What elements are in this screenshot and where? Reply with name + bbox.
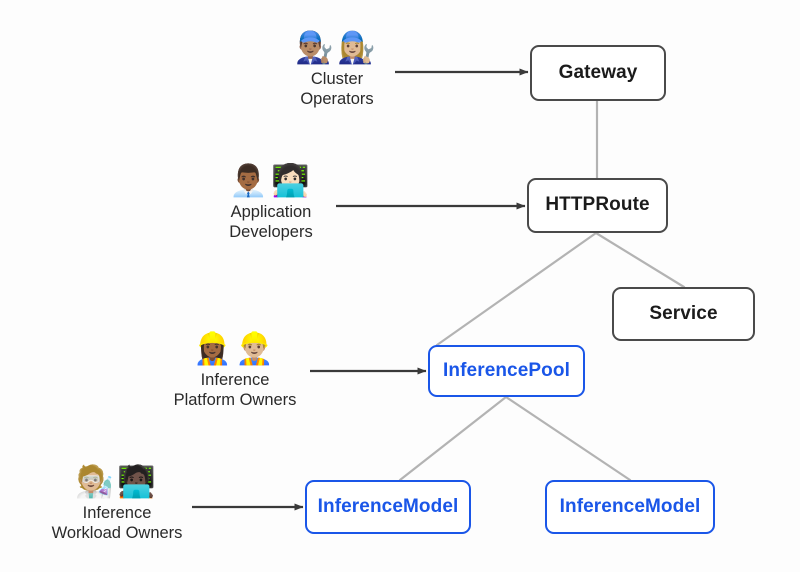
httproute-to-service	[594, 231, 686, 289]
man-mechanic-icon-and-woman-mechanic-icon: 👨🏽‍🔧👩🏼‍🔧	[295, 30, 379, 66]
actor-caption-line2: Operators	[300, 90, 374, 109]
actor-caption-line1: Inference	[200, 371, 270, 389]
inferencepool-to-model2	[504, 395, 632, 482]
httproute-to-inferencepool	[435, 231, 598, 347]
node-gateway[interactable]: Gateway	[530, 45, 666, 101]
node-label: InferenceModel	[317, 495, 459, 517]
actor-caption-line1: Inference	[82, 504, 152, 522]
man-office-worker-icon-and-woman-technologist-icon: 👨🏾‍💼👩🏻‍💻	[229, 163, 313, 199]
inferencepool-to-model1	[398, 395, 508, 482]
node-inferencemodel1[interactable]: InferenceModel	[305, 480, 471, 534]
actor-caption-line1: Application	[230, 203, 312, 221]
node-inferencemodel2[interactable]: InferenceModel	[545, 480, 715, 534]
node-inferencepool[interactable]: InferencePool	[428, 345, 585, 397]
node-label: Service	[649, 302, 718, 324]
node-label: HTTPRoute	[545, 194, 650, 216]
node-label: InferenceModel	[559, 495, 701, 517]
woman-construction-worker-icon-and-man-construction-worker-icon: 👷🏾‍♀️👷🏼‍♂️	[193, 331, 277, 367]
node-label: InferencePool	[443, 359, 570, 381]
scientist-icon-and-technologist-icon: 🧑🏼‍🔬🧑🏿‍💻	[75, 464, 159, 500]
actor-caption-line1: Cluster	[310, 70, 364, 88]
actor-caption-line2: Workload Owners	[51, 524, 183, 543]
actor-caption-line2: Platform Owners	[173, 391, 297, 410]
actor-caption-line2: Developers	[229, 223, 313, 242]
actor-arrows	[192, 68, 529, 511]
node-service[interactable]: Service	[612, 287, 755, 341]
node-httproute[interactable]: HTTPRoute	[527, 178, 668, 233]
node-label: Gateway	[558, 61, 638, 83]
